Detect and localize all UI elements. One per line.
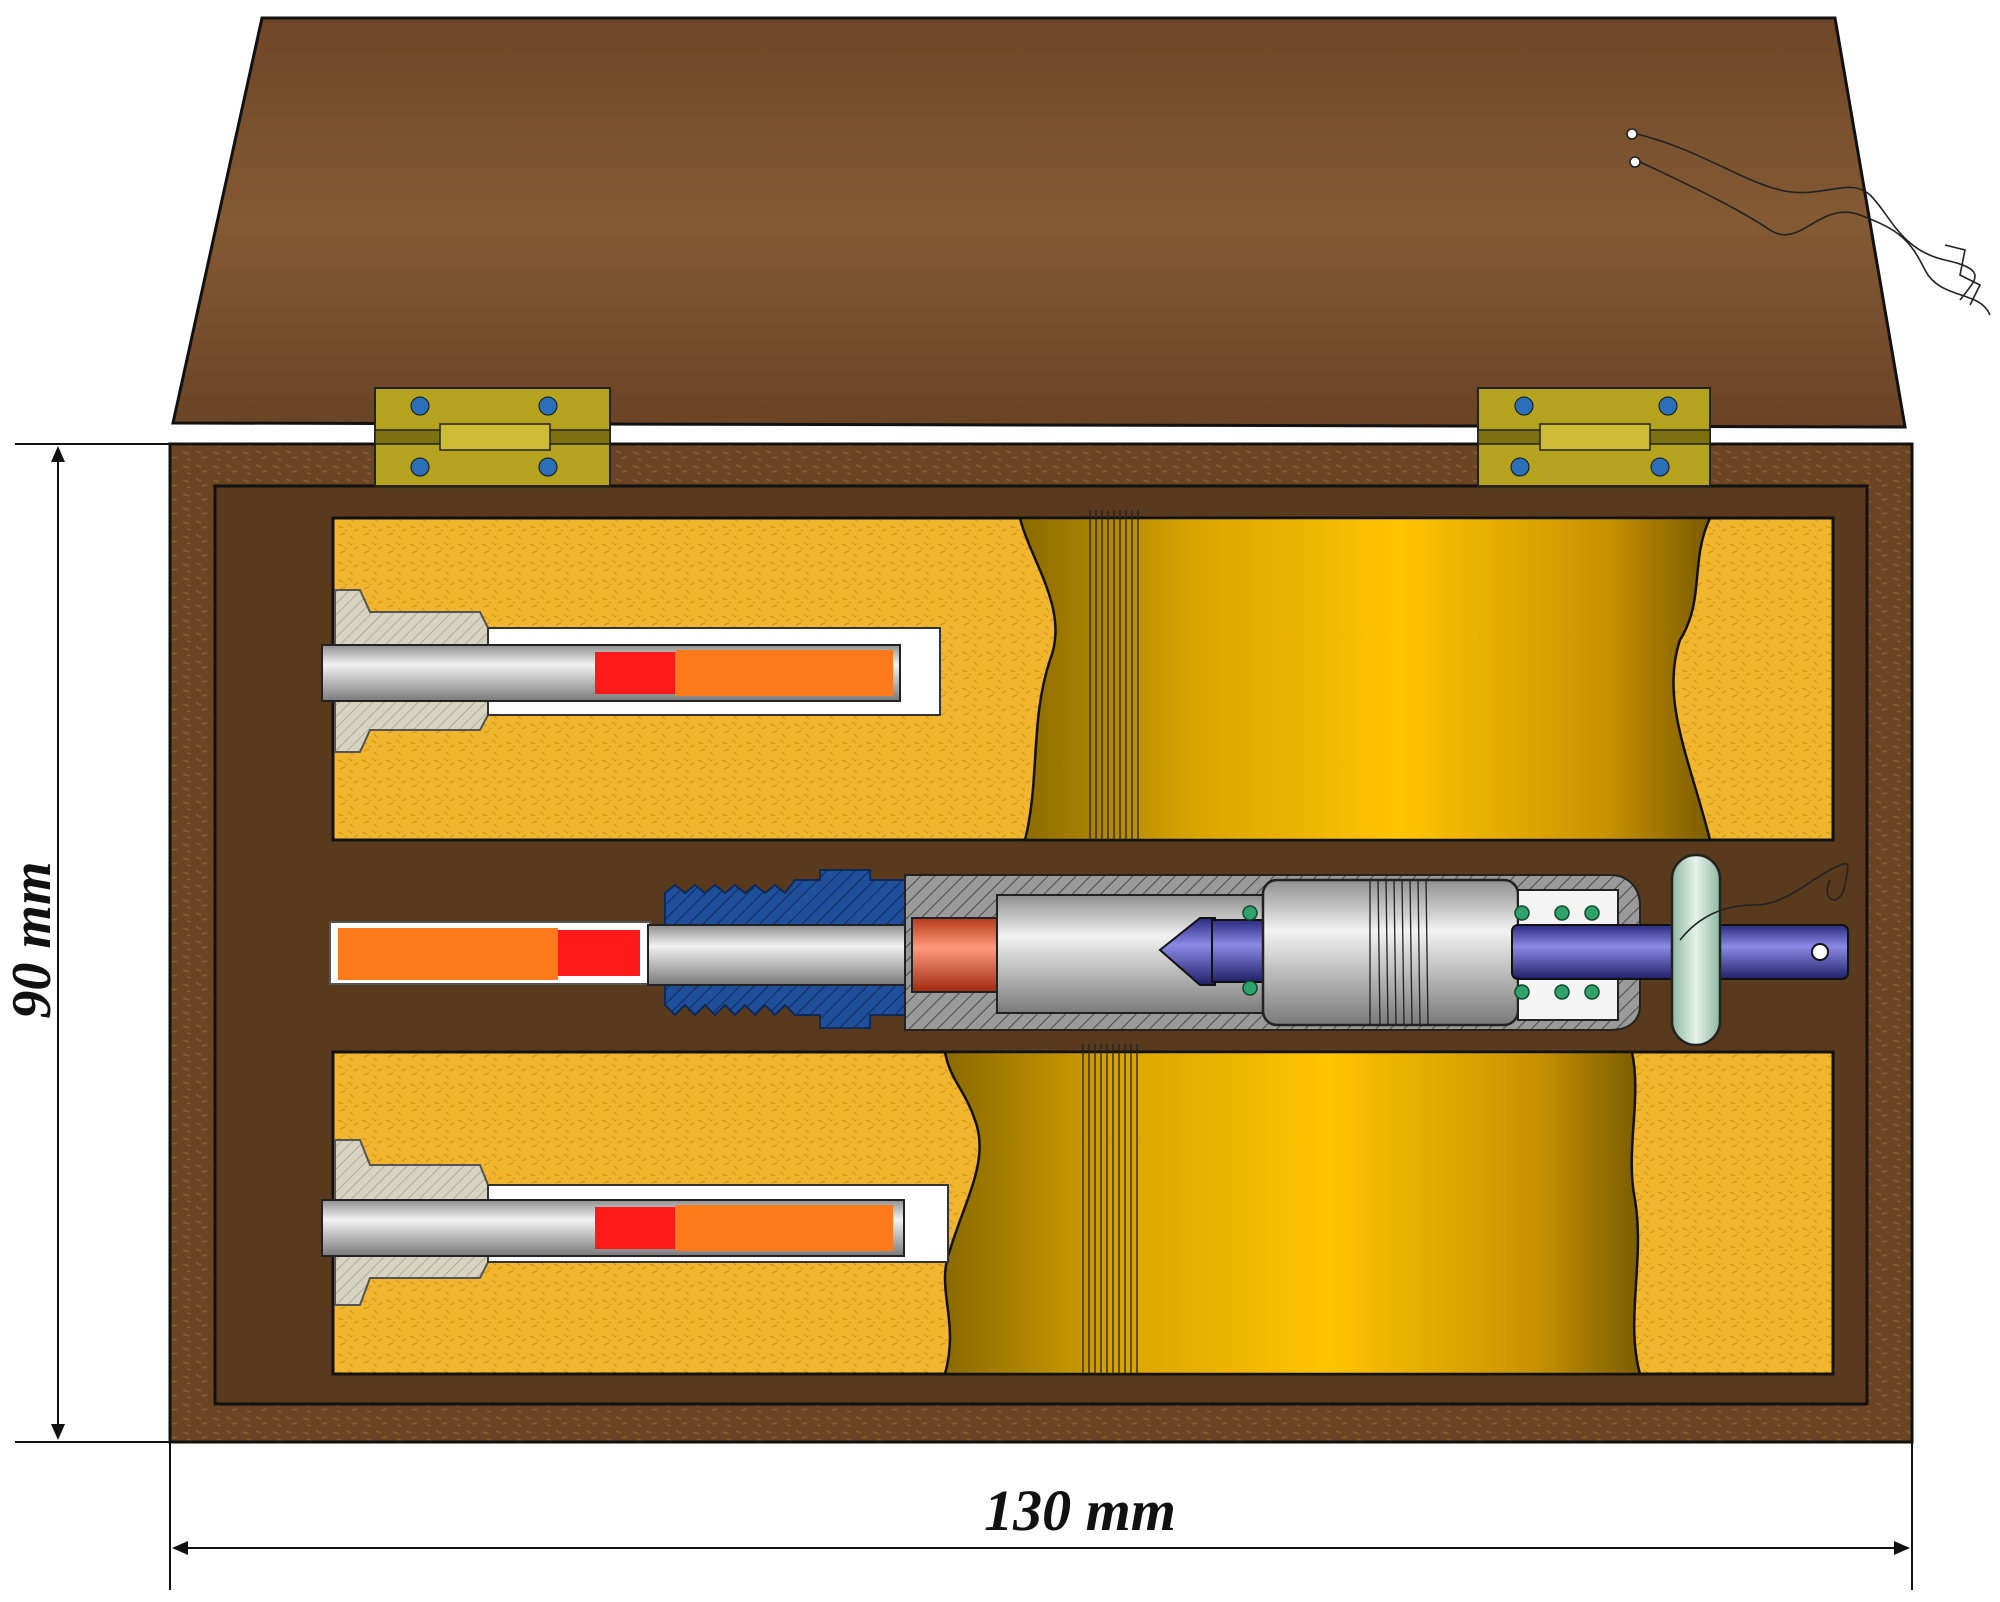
container-cylinder [1018, 516, 1712, 842]
screw-icon [410, 396, 430, 416]
screw-icon [1510, 457, 1530, 477]
width-dimension [169, 1442, 1913, 1590]
spring-coil [1242, 905, 1600, 1000]
container-cylinder [943, 1050, 1642, 1376]
safety-ring [1670, 853, 1722, 1047]
container-winding [1082, 1044, 1138, 1374]
height-dimension [15, 443, 170, 1443]
explosive-charge [338, 928, 558, 980]
firing-mechanism [329, 853, 1849, 1047]
width-dimension-label: 130 mm [984, 1478, 1176, 1543]
copper-cap [911, 917, 998, 993]
screw-icon [1514, 396, 1534, 416]
pin-eye [1811, 943, 1829, 961]
screw-icon [410, 457, 430, 477]
primer-charge [595, 652, 675, 694]
lid-wires [1626, 128, 1991, 316]
top-compartment [321, 510, 1835, 842]
hinge-left [374, 387, 611, 487]
hinge-right [1477, 387, 1711, 487]
detonator-assembly [321, 1139, 949, 1306]
bottom-compartment [321, 1044, 1835, 1376]
primer-charge [558, 930, 640, 976]
tripwire [1679, 862, 1849, 941]
screw-icon [538, 396, 558, 416]
screw-icon [1650, 457, 1670, 477]
detonator-tube [647, 924, 911, 986]
spring-block [1261, 878, 1520, 1027]
screw-icon [1658, 396, 1678, 416]
primer-charge [595, 1207, 675, 1249]
detonator-assembly [321, 589, 941, 753]
height-dimension-label: 90 mm [1, 861, 63, 1018]
container-winding [1089, 510, 1139, 840]
spring-winding [1369, 879, 1429, 1026]
screw-icon [538, 457, 558, 477]
explosive-charge [675, 1205, 893, 1251]
explosive-charge [675, 650, 893, 696]
box-lid [171, 16, 1907, 429]
